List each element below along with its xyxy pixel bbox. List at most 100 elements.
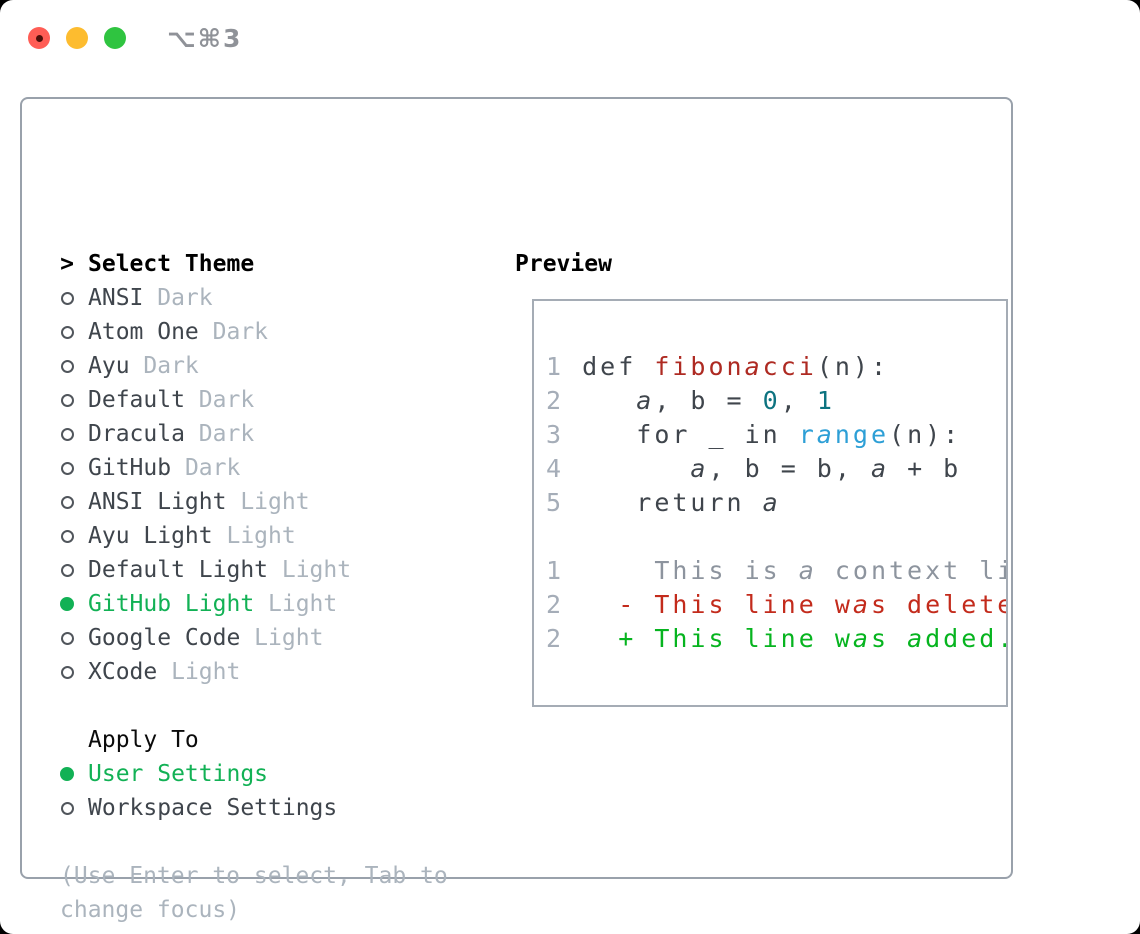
select-theme-title: Select Theme	[88, 251, 255, 277]
radio-icon	[60, 495, 74, 509]
apply-option-workspace-settings[interactable]: Workspace Settings	[60, 791, 448, 825]
theme-item-default-light[interactable]: Default Light Light	[60, 553, 448, 587]
code-token: (n):	[889, 420, 962, 449]
variant-label: Light	[254, 591, 338, 617]
line-number: 1	[546, 556, 583, 585]
zoom-button[interactable]	[104, 27, 126, 49]
code-token: a, b = b, a + b	[690, 454, 962, 483]
option-label: User Settings	[88, 761, 269, 787]
variant-label: Dark	[143, 285, 213, 311]
option-label: Default Light	[88, 557, 269, 583]
close-button[interactable]	[28, 27, 50, 49]
select-theme-header: > Select Theme	[60, 247, 448, 281]
code-token: 1	[816, 386, 835, 415]
option-label: ANSI	[88, 285, 144, 311]
code-token: for _ in	[582, 420, 799, 449]
window-title: ⌥⌘3	[167, 24, 243, 53]
minimize-button[interactable]	[66, 27, 88, 49]
line-number	[546, 522, 582, 551]
code-token: + This line was added.	[582, 624, 1008, 653]
theme-item-github-light[interactable]: GitHub Light Light	[60, 587, 448, 621]
line-number: 4	[546, 454, 583, 483]
radio-selected-icon	[60, 767, 74, 781]
variant-label: Light	[212, 523, 296, 549]
theme-item-xcode[interactable]: XCode Light	[60, 655, 448, 689]
code-line: 5 return a	[546, 486, 1006, 520]
line-number: 2	[546, 590, 583, 619]
theme-item-ansi[interactable]: ANSI Dark	[60, 281, 448, 315]
hint-line-2: change focus)	[60, 897, 241, 923]
radio-icon	[60, 359, 74, 373]
option-label: Default	[88, 387, 185, 413]
option-label: Workspace Settings	[88, 795, 338, 821]
code-line: 1 def fibonacci(n):	[546, 350, 1006, 384]
code-line: 2 + This line was added.	[546, 622, 1006, 656]
option-label: ANSI Light	[88, 489, 227, 515]
variant-label: Dark	[198, 319, 269, 345]
variant-label: Light	[226, 489, 310, 515]
code-line	[546, 520, 1006, 554]
code-token: a, b =	[636, 386, 763, 415]
code-token: range	[798, 420, 890, 449]
radio-icon	[60, 801, 74, 815]
code-line: 4 a, b = b, a + b	[546, 452, 1006, 486]
theme-item-dracula[interactable]: Dracula Dark	[60, 417, 448, 451]
code-token: def	[582, 352, 655, 381]
code-token: - This line was deleted.	[582, 590, 1006, 619]
line-number: 3	[546, 420, 583, 449]
code-line: 2 - This line was deleted.	[546, 588, 1006, 622]
radio-icon	[60, 529, 74, 543]
line-number: 2	[546, 624, 583, 653]
code-token: ,	[780, 386, 817, 415]
apply-to-title: Apply To	[88, 727, 199, 753]
theme-item-ansi-light[interactable]: ANSI Light Light	[60, 485, 448, 519]
unsaved-changes-dot	[35, 34, 43, 42]
code-token: fibonacci	[654, 352, 817, 381]
code-token: (n):	[816, 352, 890, 381]
spacer	[60, 689, 448, 723]
code-token: This is a context line.	[582, 556, 1006, 585]
option-label: Dracula	[88, 421, 185, 447]
variant-label: Light	[240, 625, 324, 651]
code-line: 3 for _ in range(n):	[546, 418, 1006, 452]
theme-item-ayu-light[interactable]: Ayu Light Light	[60, 519, 448, 553]
theme-item-google-code[interactable]: Google Code Light	[60, 621, 448, 655]
spacer	[60, 825, 448, 859]
option-label: Ayu Light	[88, 523, 213, 549]
preview-title: Preview	[515, 251, 612, 277]
variant-label: Light	[268, 557, 352, 583]
theme-item-atom-one[interactable]: Atom One Dark	[60, 315, 448, 349]
radio-icon	[60, 665, 74, 679]
option-label: Ayu	[88, 353, 130, 379]
radio-icon	[60, 325, 74, 339]
variant-label: Dark	[184, 421, 255, 447]
code-line: 2 a, b = 0, 1	[546, 384, 1006, 418]
radio-icon	[60, 563, 74, 577]
prompt-marker: >	[60, 251, 74, 277]
radio-icon	[60, 291, 74, 305]
theme-item-ayu[interactable]: Ayu Dark	[60, 349, 448, 383]
theme-item-default[interactable]: Default Dark	[60, 383, 448, 417]
option-label: Atom One	[88, 319, 199, 345]
variant-label: Dark	[129, 353, 199, 379]
radio-icon	[60, 461, 74, 475]
option-label: XCode	[88, 659, 158, 685]
apply-option-user-settings[interactable]: User Settings	[60, 757, 448, 791]
option-label: GitHub	[88, 455, 172, 481]
option-label: Google Code	[88, 625, 241, 651]
line-number: 2	[546, 386, 583, 415]
radio-icon	[60, 393, 74, 407]
variant-label: Light	[157, 659, 241, 685]
line-number: 1	[546, 352, 583, 381]
radio-icon	[60, 631, 74, 645]
theme-item-github[interactable]: GitHub Dark	[60, 451, 448, 485]
radio-icon	[60, 427, 74, 441]
code-token: return a	[582, 488, 781, 517]
